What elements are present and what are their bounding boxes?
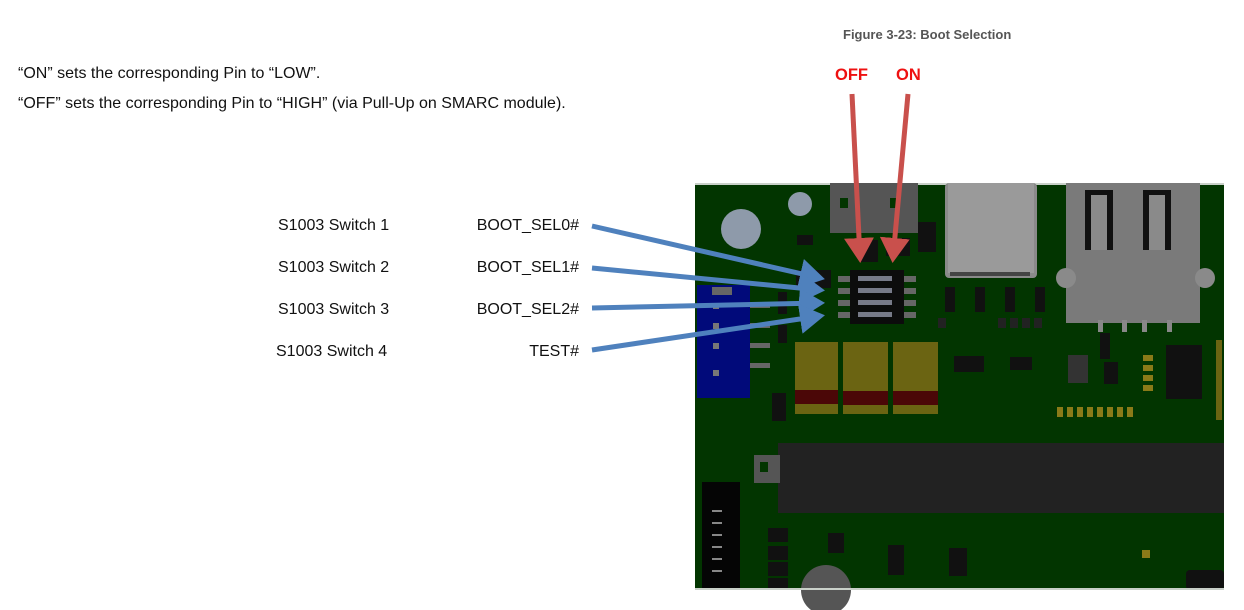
switch-label-3: S1003 Switch 3 <box>278 301 390 318</box>
figure-caption: Figure 3-23: Boot Selection <box>843 27 1012 42</box>
signal-arrow-1 <box>591 223 825 289</box>
smarc-connector <box>754 443 1224 513</box>
signal-label-boot-sel1: BOOT_SEL1# <box>476 259 579 276</box>
paragraph-off-description: “OFF” sets the corresponding Pin to “HIG… <box>18 95 566 112</box>
tantalum-capacitors <box>795 342 938 414</box>
paragraph-on-description: “ON” sets the corresponding Pin to “LOW”… <box>18 65 321 82</box>
on-arrow <box>879 93 911 263</box>
switch-label-4: S1003 Switch 4 <box>276 343 388 360</box>
usb-a-connector <box>1056 183 1215 332</box>
off-arrow <box>844 93 875 263</box>
signal-label-test: TEST# <box>529 343 579 360</box>
switch-label-1: S1003 Switch 1 <box>278 217 390 234</box>
buzzer <box>801 565 851 610</box>
resistor-array <box>1057 407 1133 417</box>
switch-label-2: S1003 Switch 2 <box>278 259 390 276</box>
signal-label-boot-sel2: BOOT_SEL2# <box>476 301 579 318</box>
usb-c-connector <box>945 183 1037 278</box>
dip-switch-s1003 <box>838 270 916 324</box>
signal-arrow-2 <box>591 265 825 304</box>
pcb-board-image <box>695 183 1224 610</box>
micro-usb-connector <box>830 183 918 233</box>
off-label: OFF <box>835 66 868 84</box>
on-label: ON <box>896 66 921 84</box>
pin-header <box>702 482 740 590</box>
signal-arrow-4 <box>591 304 825 353</box>
mounting-hole <box>721 209 761 249</box>
mounting-hole <box>788 192 812 216</box>
signal-arrow-3 <box>591 288 825 319</box>
signal-label-boot-sel0: BOOT_SEL0# <box>476 217 579 234</box>
